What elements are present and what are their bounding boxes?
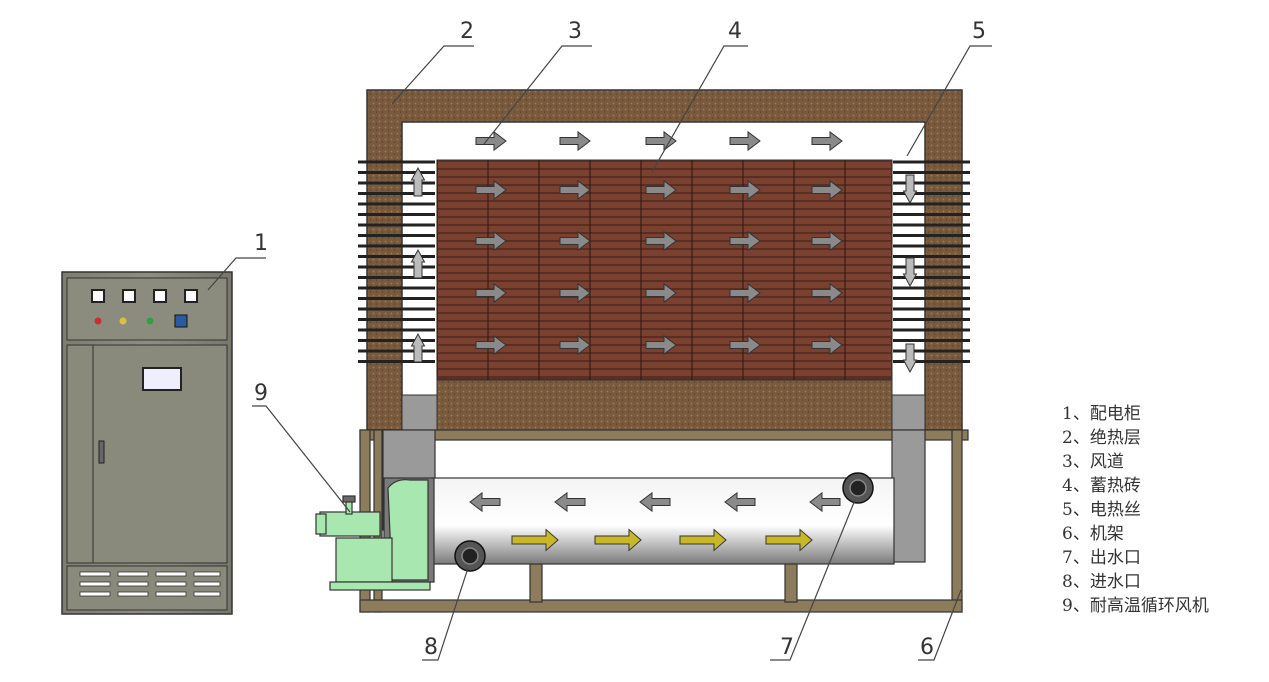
legend-item: 5、电热丝 xyxy=(1062,500,1141,520)
legend-item: 6、机架 xyxy=(1062,524,1124,544)
air-arrow xyxy=(559,179,591,201)
brick-row xyxy=(438,354,891,360)
legend-item: 4、蓄热砖 xyxy=(1062,476,1141,496)
brick-row xyxy=(438,274,891,280)
air-arrow-up xyxy=(410,248,426,279)
callout-4: 4 xyxy=(728,19,742,44)
air-arrow xyxy=(559,334,591,356)
air-arrow-up xyxy=(410,332,426,363)
brick-row xyxy=(438,210,891,216)
air-arrow xyxy=(645,230,677,252)
brick-row xyxy=(438,314,891,320)
callout-8: 8 xyxy=(424,635,438,660)
air-arrow xyxy=(811,334,843,356)
air-arrow xyxy=(729,230,761,252)
air-arrow xyxy=(811,230,843,252)
air-arrow xyxy=(475,334,507,356)
brick-row xyxy=(438,162,891,168)
tank-return-arrow xyxy=(639,491,671,513)
callout-6: 6 xyxy=(920,635,934,660)
tank-flow-arrow xyxy=(511,528,559,552)
air-arrow xyxy=(559,282,591,304)
callout-9: 9 xyxy=(254,381,268,406)
legend-item: 2、绝热层 xyxy=(1062,428,1141,448)
brick-row xyxy=(438,322,891,328)
insulation-layer xyxy=(366,89,963,431)
tank-flow-arrows xyxy=(469,491,841,552)
tank-return-arrow xyxy=(809,491,841,513)
leader-lines xyxy=(207,45,992,661)
air-arrow-down xyxy=(902,343,918,374)
brick-row xyxy=(438,218,891,224)
air-arrow xyxy=(645,334,677,356)
callout-1: 1 xyxy=(254,231,268,256)
brick-row xyxy=(438,306,891,312)
air-arrow xyxy=(645,130,677,152)
legend-item: 3、风道 xyxy=(1062,452,1124,472)
air-arrow xyxy=(729,282,761,304)
water-inlet xyxy=(454,540,486,572)
water-tank xyxy=(431,477,895,565)
air-arrow xyxy=(475,230,507,252)
tank-flow-arrow xyxy=(679,528,727,552)
air-arrow xyxy=(811,130,843,152)
brick-row xyxy=(438,202,891,208)
air-arrow xyxy=(729,179,761,201)
power-distribution-cabinet xyxy=(61,271,233,615)
air-arrow xyxy=(729,334,761,356)
air-arrow-down xyxy=(902,174,918,205)
tank-flow-arrow xyxy=(594,528,642,552)
air-arrow xyxy=(729,130,761,152)
air-arrow xyxy=(475,179,507,201)
tank-return-arrow xyxy=(554,491,586,513)
air-arrow xyxy=(811,282,843,304)
callout-2: 2 xyxy=(460,19,474,44)
air-duct-arrows xyxy=(410,130,918,374)
air-arrow xyxy=(475,282,507,304)
air-arrow xyxy=(645,179,677,201)
legend-item: 1、配电柜 xyxy=(1062,404,1141,424)
legend-item: 7、出水口 xyxy=(1062,548,1141,568)
air-arrow xyxy=(559,130,591,152)
air-arrow xyxy=(559,230,591,252)
brick-row xyxy=(438,250,891,256)
brick-row xyxy=(438,266,891,272)
legend-item: 9、耐高温循环风机 xyxy=(1062,596,1209,616)
callout-7: 7 xyxy=(780,635,794,660)
legend-item: 8、进水口 xyxy=(1062,572,1141,592)
brick-row xyxy=(438,370,891,376)
air-arrow xyxy=(811,179,843,201)
tank-return-arrow xyxy=(469,491,501,513)
water-outlet xyxy=(842,472,874,504)
brick-row xyxy=(438,330,891,336)
brick-row xyxy=(438,258,891,264)
air-arrow-down xyxy=(902,257,918,288)
air-arrow xyxy=(475,130,507,152)
air-arrow xyxy=(645,282,677,304)
brick-row xyxy=(438,170,891,176)
legend: 1、配电柜 2、绝热层 3、风道 4、蓄热砖 5、电热丝 6、机架 7、出水口 … xyxy=(1062,402,1209,618)
high-temp-circulation-fan xyxy=(315,477,435,591)
tank-return-arrow xyxy=(724,491,756,513)
air-arrow-up xyxy=(410,166,426,197)
tank-flow-arrow xyxy=(765,528,813,552)
callout-3: 3 xyxy=(568,19,582,44)
callout-5: 5 xyxy=(972,19,986,44)
brick-row xyxy=(438,362,891,368)
brick-row xyxy=(438,226,891,232)
